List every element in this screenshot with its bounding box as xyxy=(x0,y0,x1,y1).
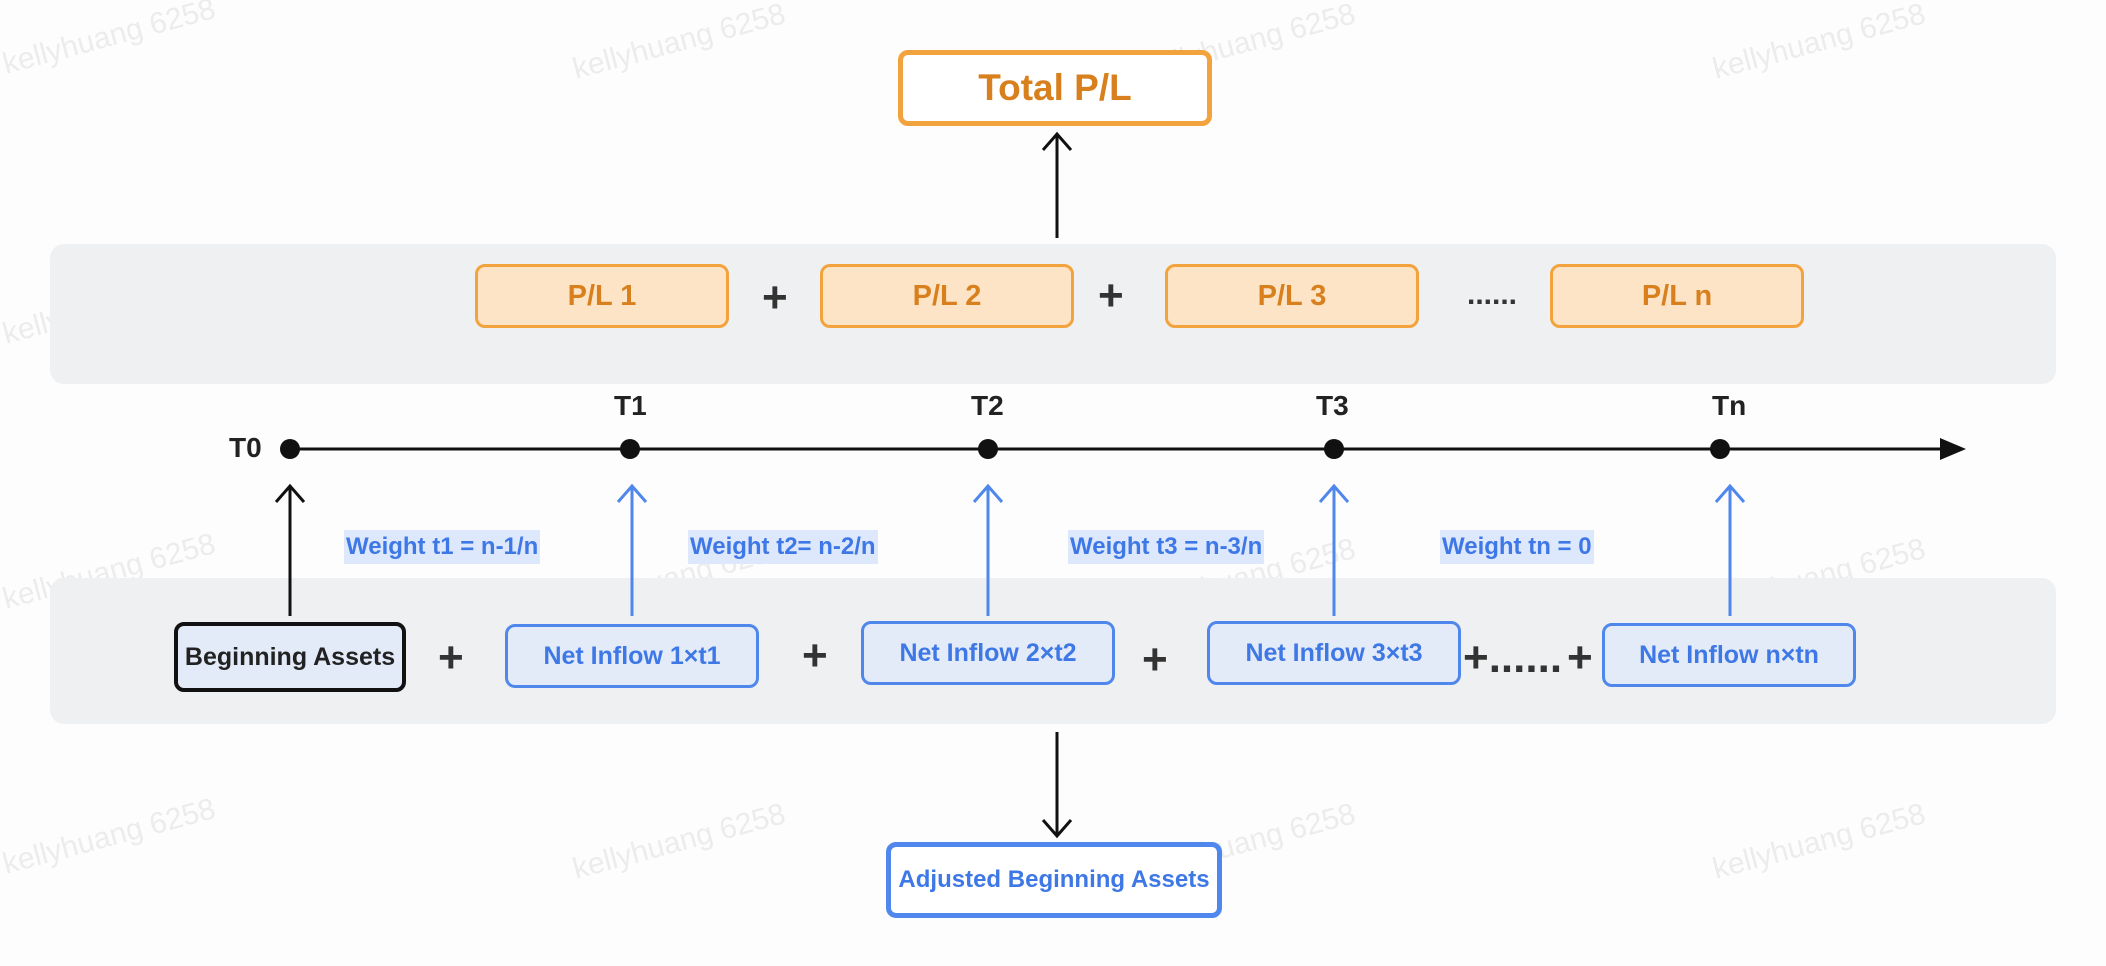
timeline-label-tn: Tn xyxy=(1712,390,1747,421)
adjusted-beginning-assets-box: Adjusted Beginning Assets xyxy=(886,842,1222,918)
weight-label-t1: Weight t1 = n-1/n xyxy=(344,530,541,564)
net-inflow-box-3: Net Inflow 3×t3 xyxy=(1207,621,1461,685)
pl-box-1: P/L 1 xyxy=(475,264,729,328)
pl-box-2: P/L 2 xyxy=(820,264,1074,328)
total-pl-box: Total P/L xyxy=(898,50,1212,126)
arrowhead-inflow-1 xyxy=(616,483,648,503)
plus-ellipsis-operator: +...... xyxy=(1463,633,1563,682)
plus-operator: + xyxy=(1142,635,1168,684)
timeline-point-t2 xyxy=(978,439,998,459)
arrowhead-total xyxy=(1041,131,1073,151)
plus-operator: + xyxy=(1567,633,1593,682)
arrowhead-inflow-n xyxy=(1714,483,1746,503)
timeline-arrowhead xyxy=(1940,438,1966,460)
timeline-point-t1 xyxy=(620,439,640,459)
plus-operator: + xyxy=(802,631,828,680)
arrowhead-inflow-2 xyxy=(972,483,1004,503)
arrowhead-inflow-3 xyxy=(1318,483,1350,503)
timeline-label-t2: T2 xyxy=(971,390,1004,421)
plus-operator: + xyxy=(1098,271,1124,320)
timeline-point-tn xyxy=(1710,439,1730,459)
timeline-label-t0: T0 xyxy=(229,432,262,463)
ellipsis: ...... xyxy=(1467,278,1518,311)
timeline-point-t3 xyxy=(1324,439,1344,459)
plus-operator: + xyxy=(438,633,464,682)
weight-label-t2: Weight t2= n-2/n xyxy=(688,530,878,564)
plus-operator: + xyxy=(762,273,788,322)
arrowhead-beginning xyxy=(274,483,306,503)
weight-label-tn: Weight tn = 0 xyxy=(1440,530,1594,564)
net-inflow-box-1: Net Inflow 1×t1 xyxy=(505,624,759,688)
arrowhead-adjusted xyxy=(1041,819,1073,839)
timeline-label-t1: T1 xyxy=(614,390,647,421)
weight-label-t3: Weight t3 = n-3/n xyxy=(1068,530,1265,564)
pl-box-n: P/L n xyxy=(1550,264,1804,328)
net-inflow-box-2: Net Inflow 2×t2 xyxy=(861,621,1115,685)
pl-box-3: P/L 3 xyxy=(1165,264,1419,328)
timeline-label-t3: T3 xyxy=(1316,390,1349,421)
timeline-point-t0 xyxy=(280,439,300,459)
beginning-assets-box: Beginning Assets xyxy=(174,622,406,692)
net-inflow-box-n: Net Inflow n×tn xyxy=(1602,623,1856,687)
